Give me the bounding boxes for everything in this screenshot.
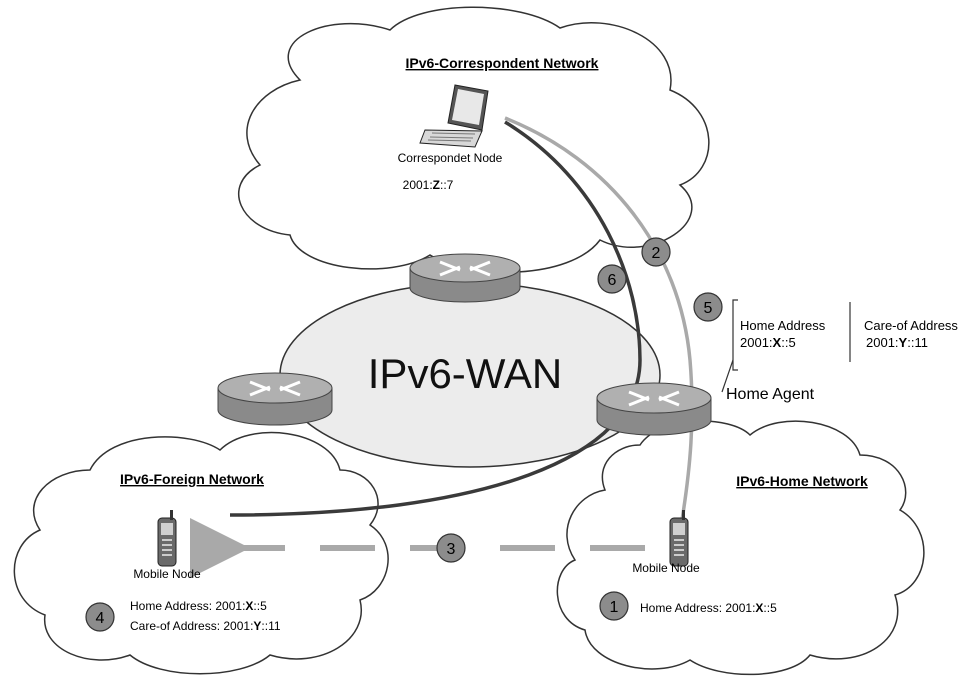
binding-care-header: Care-of Address — [864, 318, 958, 333]
home-agent-pointer — [721, 359, 734, 393]
foreign-care-of-address: Care-of Address: 2001:Y::11 — [130, 619, 281, 633]
step-badge-1: 1 — [599, 591, 629, 621]
foreign-network-title: IPv6-Foreign Network — [120, 471, 264, 487]
svg-text:6: 6 — [608, 272, 617, 289]
svg-text:1: 1 — [610, 599, 619, 616]
router-foreign — [217, 372, 333, 426]
home-agent-label: Home Agent — [726, 386, 815, 403]
svg-text:5: 5 — [704, 300, 713, 317]
wan-label: IPv6-WAN — [368, 350, 562, 397]
svg-text:3: 3 — [447, 541, 456, 558]
foreign-network-cloud — [13, 431, 389, 675]
router-home-agent — [596, 382, 712, 436]
svg-text:2: 2 — [652, 245, 661, 262]
home-mobile-node-label: Mobile Node — [632, 561, 700, 575]
mobile-phone-icon-home — [669, 510, 689, 567]
path-step-2 — [504, 116, 694, 521]
laptop-icon — [419, 84, 489, 148]
step-badge-6: 6 — [597, 264, 627, 294]
step-badge-5: 5 — [693, 292, 723, 322]
binding-home-header: Home Address — [740, 318, 826, 333]
binding-cache-bracket — [732, 299, 738, 371]
home-home-address: Home Address: 2001:X::5 — [640, 601, 777, 615]
step-badge-3: 3 — [436, 533, 466, 563]
correspondent-node-address: 2001:Z::7 — [403, 178, 454, 192]
foreign-home-address: Home Address: 2001:X::5 — [130, 599, 267, 613]
svg-text:4: 4 — [96, 610, 105, 627]
router-top — [409, 253, 521, 303]
binding-care-value: 2001:Y::11 — [866, 335, 928, 350]
home-network-cloud — [556, 420, 925, 676]
step-badge-4: 4 — [85, 602, 115, 632]
home-network-title: IPv6-Home Network — [736, 473, 868, 489]
foreign-mobile-node-label: Mobile Node — [133, 567, 201, 581]
binding-home-value: 2001:X::5 — [740, 335, 796, 350]
path-step-6 — [229, 120, 642, 517]
mobile-phone-icon-foreign — [157, 510, 177, 567]
correspondent-network-title: IPv6-Correspondent Network — [406, 55, 599, 71]
correspondent-node-label: Correspondet Node — [398, 151, 503, 165]
step-badge-2: 2 — [641, 237, 671, 267]
